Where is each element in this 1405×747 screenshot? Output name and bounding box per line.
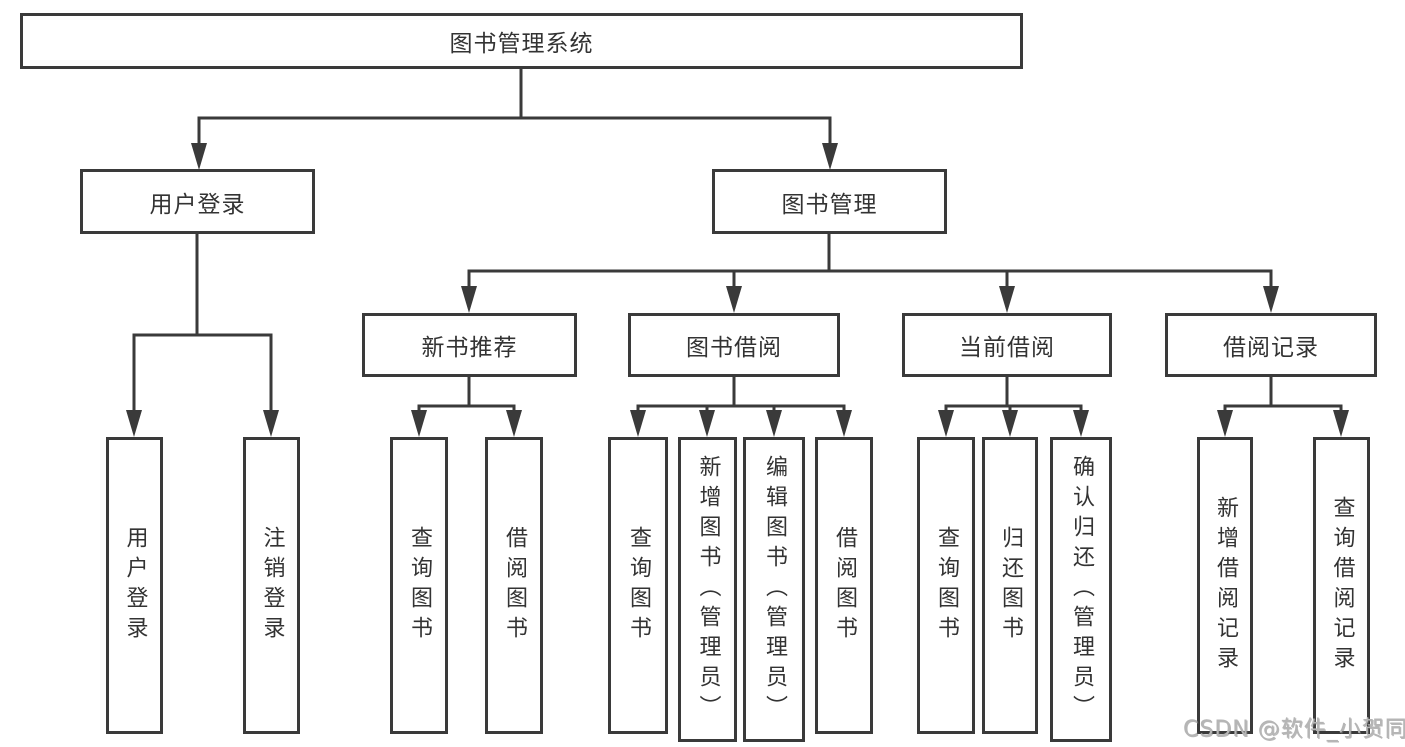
leaf-recommend-query-books-label: 查询图书 <box>407 525 432 646</box>
leaf-current-confirm-return-admin-label: 确认归还（管理员） <box>1069 454 1094 725</box>
node-current-borrowing: 当前借阅 <box>902 313 1112 377</box>
node-root-label: 图书管理系统 <box>449 31 594 57</box>
leaf-current-return-books-label: 归还图书 <box>998 525 1023 646</box>
leaf-records-add-record: 新增借阅记录 <box>1197 437 1253 734</box>
leaf-recommend-borrow-books-label: 借阅图书 <box>502 525 527 646</box>
leaf-records-query-record: 查询借阅记录 <box>1313 437 1370 734</box>
node-book-borrowing: 图书借阅 <box>628 313 840 377</box>
leaf-borrow-add-books-admin-label: 新增图书（管理员） <box>695 454 721 725</box>
csdn-watermark: CSDN @软件_小贺同学 <box>1183 717 1405 742</box>
leaf-records-add-record-label: 新增借阅记录 <box>1213 495 1238 676</box>
leaf-borrow-query-books-label: 查询图书 <box>626 525 651 646</box>
node-root: 图书管理系统 <box>20 13 1023 69</box>
leaf-borrow-borrow-books-label: 借阅图书 <box>832 525 857 646</box>
node-new-book-recommend: 新书推荐 <box>362 313 577 377</box>
node-book-management-label: 图书管理 <box>781 191 878 218</box>
leaf-current-confirm-return-admin: 确认归还（管理员） <box>1050 437 1112 742</box>
node-new-book-recommend-label: 新书推荐 <box>421 335 518 361</box>
node-borrowing-records-label: 借阅记录 <box>1223 335 1319 361</box>
node-borrowing-records: 借阅记录 <box>1165 313 1377 377</box>
leaf-user-login-label: 用户登录 <box>122 525 148 646</box>
leaf-logout-label: 注销登录 <box>259 525 285 646</box>
leaf-current-return-books: 归还图书 <box>982 437 1038 734</box>
leaf-logout: 注销登录 <box>243 437 300 734</box>
connector-lines <box>132 69 1343 414</box>
leaf-borrow-edit-books-admin: 编辑图书（管理员） <box>743 437 805 742</box>
node-book-borrowing-label: 图书借阅 <box>686 335 782 361</box>
leaf-records-query-record-label: 查询借阅记录 <box>1329 495 1355 676</box>
leaf-recommend-query-books: 查询图书 <box>390 437 448 734</box>
leaf-borrow-edit-books-admin-label: 编辑图书（管理员） <box>762 454 787 725</box>
leaf-borrow-query-books: 查询图书 <box>608 437 668 734</box>
node-book-management: 图书管理 <box>712 169 947 234</box>
leaf-current-query-books-label: 查询图书 <box>934 525 959 646</box>
leaf-current-query-books: 查询图书 <box>917 437 975 734</box>
node-current-borrowing-label: 当前借阅 <box>959 335 1055 361</box>
leaf-borrow-borrow-books: 借阅图书 <box>815 437 873 734</box>
leaf-borrow-add-books-admin: 新增图书（管理员） <box>678 437 737 742</box>
node-user-login-group-label: 用户登录 <box>149 191 246 218</box>
leaf-user-login: 用户登录 <box>106 437 163 734</box>
leaf-recommend-borrow-books: 借阅图书 <box>485 437 543 734</box>
node-user-login-group: 用户登录 <box>80 169 315 234</box>
